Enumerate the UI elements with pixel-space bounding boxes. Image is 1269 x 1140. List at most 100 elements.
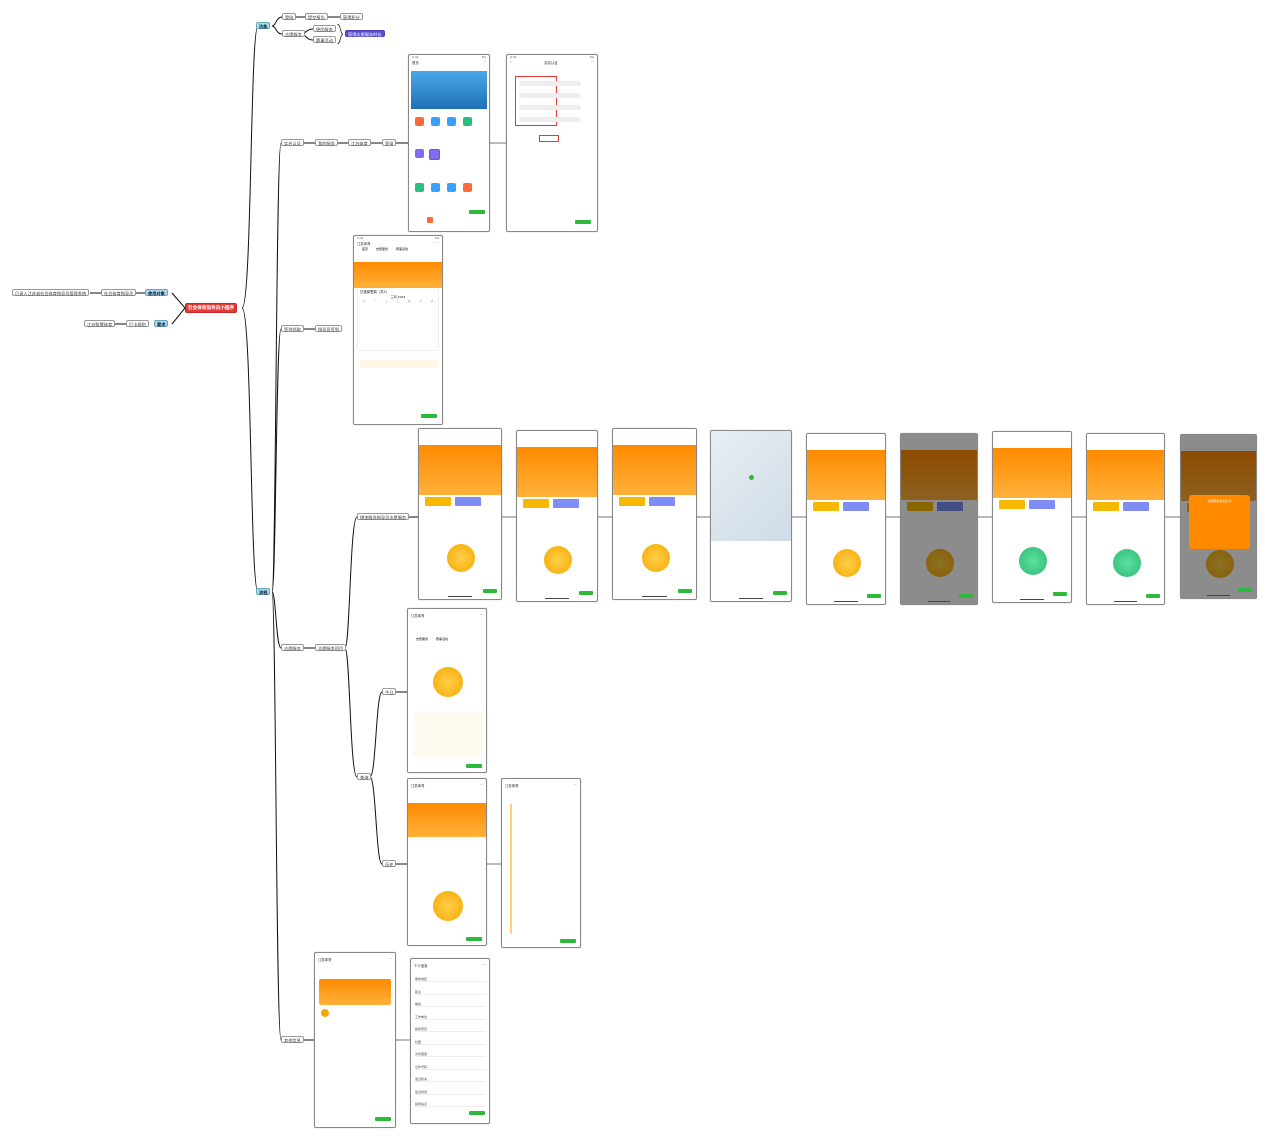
service-card[interactable] — [1029, 500, 1055, 509]
start-circle[interactable] — [926, 549, 954, 577]
node-zhidaoyuan[interactable]: 指导员签到 — [315, 325, 342, 332]
node-zhiyuanfuwu[interactable]: 志愿服务 — [281, 644, 304, 651]
profile-row[interactable]: 服务地区 — [415, 977, 485, 982]
start-circle[interactable] — [1205, 550, 1234, 578]
node-liucheng[interactable]: 流程 — [256, 588, 271, 595]
more-icon[interactable]: ⋯ — [482, 963, 486, 967]
next-button[interactable] — [1053, 592, 1067, 596]
node-yaoqiu[interactable]: 要求 — [154, 320, 169, 327]
more-icon[interactable]: ⋯ — [482, 60, 486, 64]
start-circle[interactable] — [641, 544, 670, 572]
service-card[interactable] — [937, 502, 963, 511]
profile-row[interactable]: 证件号码 — [415, 1065, 485, 1070]
profile-row[interactable]: 发证机关 — [415, 1077, 485, 1082]
node-left3[interactable]: 江苏智慧体育 — [84, 320, 116, 327]
name-field[interactable] — [519, 81, 581, 86]
phone-field[interactable] — [519, 105, 581, 110]
service-card[interactable] — [523, 499, 549, 508]
profile-row[interactable]: 文化程度 — [415, 1052, 485, 1057]
next-button[interactable] — [469, 1111, 485, 1115]
more-icon[interactable]: ⋯ — [590, 60, 594, 64]
node-qiandao[interactable]: 签到领取 — [281, 325, 304, 332]
service-card[interactable] — [455, 497, 481, 506]
node-shiyong[interactable]: 使用对象 — [145, 289, 168, 296]
map-view[interactable] — [711, 431, 791, 541]
profile-row[interactable]: 社团 — [415, 1040, 485, 1045]
start-circle[interactable] — [433, 667, 463, 697]
node-zhiyuanfuwuxiang[interactable]: 志愿服务项目 — [315, 644, 347, 651]
node-zhiyuan[interactable]: 志愿服务 — [282, 30, 305, 37]
service-card[interactable] — [553, 499, 579, 508]
profile-row[interactable]: 等级 — [415, 1002, 485, 1007]
next-button[interactable] — [1146, 594, 1160, 598]
record-row[interactable] — [360, 360, 438, 368]
start-circle[interactable] — [544, 546, 572, 574]
more-icon[interactable]: ⋯ — [388, 957, 392, 961]
code-field[interactable] — [519, 117, 581, 122]
node-qita[interactable]: 其他信息 — [281, 1036, 304, 1043]
node-left2[interactable]: 社会体育指导员 — [101, 289, 137, 296]
more-icon[interactable]: ⋯ — [479, 783, 483, 787]
node-wode[interactable]: 我的服务 — [315, 139, 338, 146]
tab-events[interactable]: 赛事活动 — [436, 637, 449, 641]
next-button[interactable] — [959, 594, 973, 598]
service-card[interactable] — [907, 502, 933, 511]
node-lishi[interactable]: 历史 — [382, 860, 397, 867]
node-jiangsu[interactable]: 江苏体育 — [348, 139, 371, 146]
node-left1[interactable]: 已录入江苏省社会体育指导员管理系统 — [12, 289, 90, 296]
more-icon[interactable]: ⋯ — [435, 241, 439, 245]
node-jinri[interactable]: 今日 — [382, 688, 397, 695]
start-circle[interactable] — [833, 549, 861, 577]
start-circle[interactable] — [447, 544, 475, 572]
tab-volunteer[interactable]: 志愿服务 — [416, 637, 429, 641]
node-left4[interactable]: 打卡规则 — [126, 320, 149, 327]
home-tab-icon[interactable] — [427, 217, 433, 223]
tab-home[interactable]: 首页 — [362, 247, 369, 251]
node-gongneng[interactable]: 功能 — [256, 22, 271, 29]
submit-highlight[interactable] — [539, 135, 559, 142]
next-button[interactable] — [483, 589, 497, 593]
service-card[interactable] — [425, 497, 451, 506]
service-card[interactable] — [1123, 502, 1149, 511]
next-button[interactable] — [466, 937, 482, 941]
next-button[interactable] — [560, 939, 576, 943]
start-circle[interactable] — [433, 891, 463, 921]
node-shijian[interactable]: 便民服务 — [313, 25, 336, 32]
tab-events[interactable]: 赛事活动 — [396, 247, 409, 251]
profile-row[interactable]: 指导站点 — [415, 1102, 485, 1107]
profile-row[interactable]: 工作单位 — [415, 1015, 485, 1020]
tab-volunteer[interactable]: 志愿服务 — [376, 247, 389, 251]
id-field[interactable] — [519, 93, 581, 98]
next-button[interactable] — [575, 220, 591, 224]
service-card[interactable] — [813, 502, 839, 511]
profile-row[interactable]: 指导项目 — [415, 1027, 485, 1032]
start-circle[interactable] — [1019, 547, 1047, 575]
next-button[interactable] — [773, 591, 787, 595]
profile-row[interactable]: 签证时间 — [415, 1090, 485, 1095]
root-node[interactable]: 社会体育指导员小程序 — [185, 303, 237, 313]
next-button[interactable] — [579, 591, 593, 595]
more-icon[interactable]: ⋯ — [573, 783, 577, 787]
node-zengjia[interactable]: 增加服务指导员志愿服务 — [357, 513, 410, 520]
next-button[interactable] — [466, 764, 482, 768]
node-dengji[interactable]: 登陆 — [282, 13, 297, 20]
node-huoqu[interactable]: 获得积分 — [340, 13, 363, 20]
next-button[interactable] — [375, 1117, 391, 1121]
back-icon[interactable]: ‹ — [510, 60, 512, 64]
node-shiming[interactable]: 实名认证 — [281, 139, 304, 146]
start-circle[interactable] — [1112, 549, 1141, 577]
next-button[interactable] — [678, 589, 692, 593]
next-button[interactable] — [469, 210, 485, 214]
service-card[interactable] — [619, 497, 645, 506]
next-button[interactable] — [421, 414, 437, 418]
node-chaxun[interactable]: 查询 — [357, 773, 372, 780]
service-card[interactable] — [1093, 502, 1119, 511]
service-card[interactable] — [843, 502, 869, 511]
service-card[interactable] — [649, 497, 675, 506]
more-icon[interactable]: ⋯ — [479, 613, 483, 617]
service-card[interactable] — [999, 500, 1025, 509]
next-button[interactable] — [867, 594, 881, 598]
node-saishi[interactable]: 赛事活动 — [313, 36, 336, 43]
profile-row[interactable]: 职业 — [415, 990, 485, 995]
node-dl[interactable]: 登录 — [382, 139, 397, 146]
